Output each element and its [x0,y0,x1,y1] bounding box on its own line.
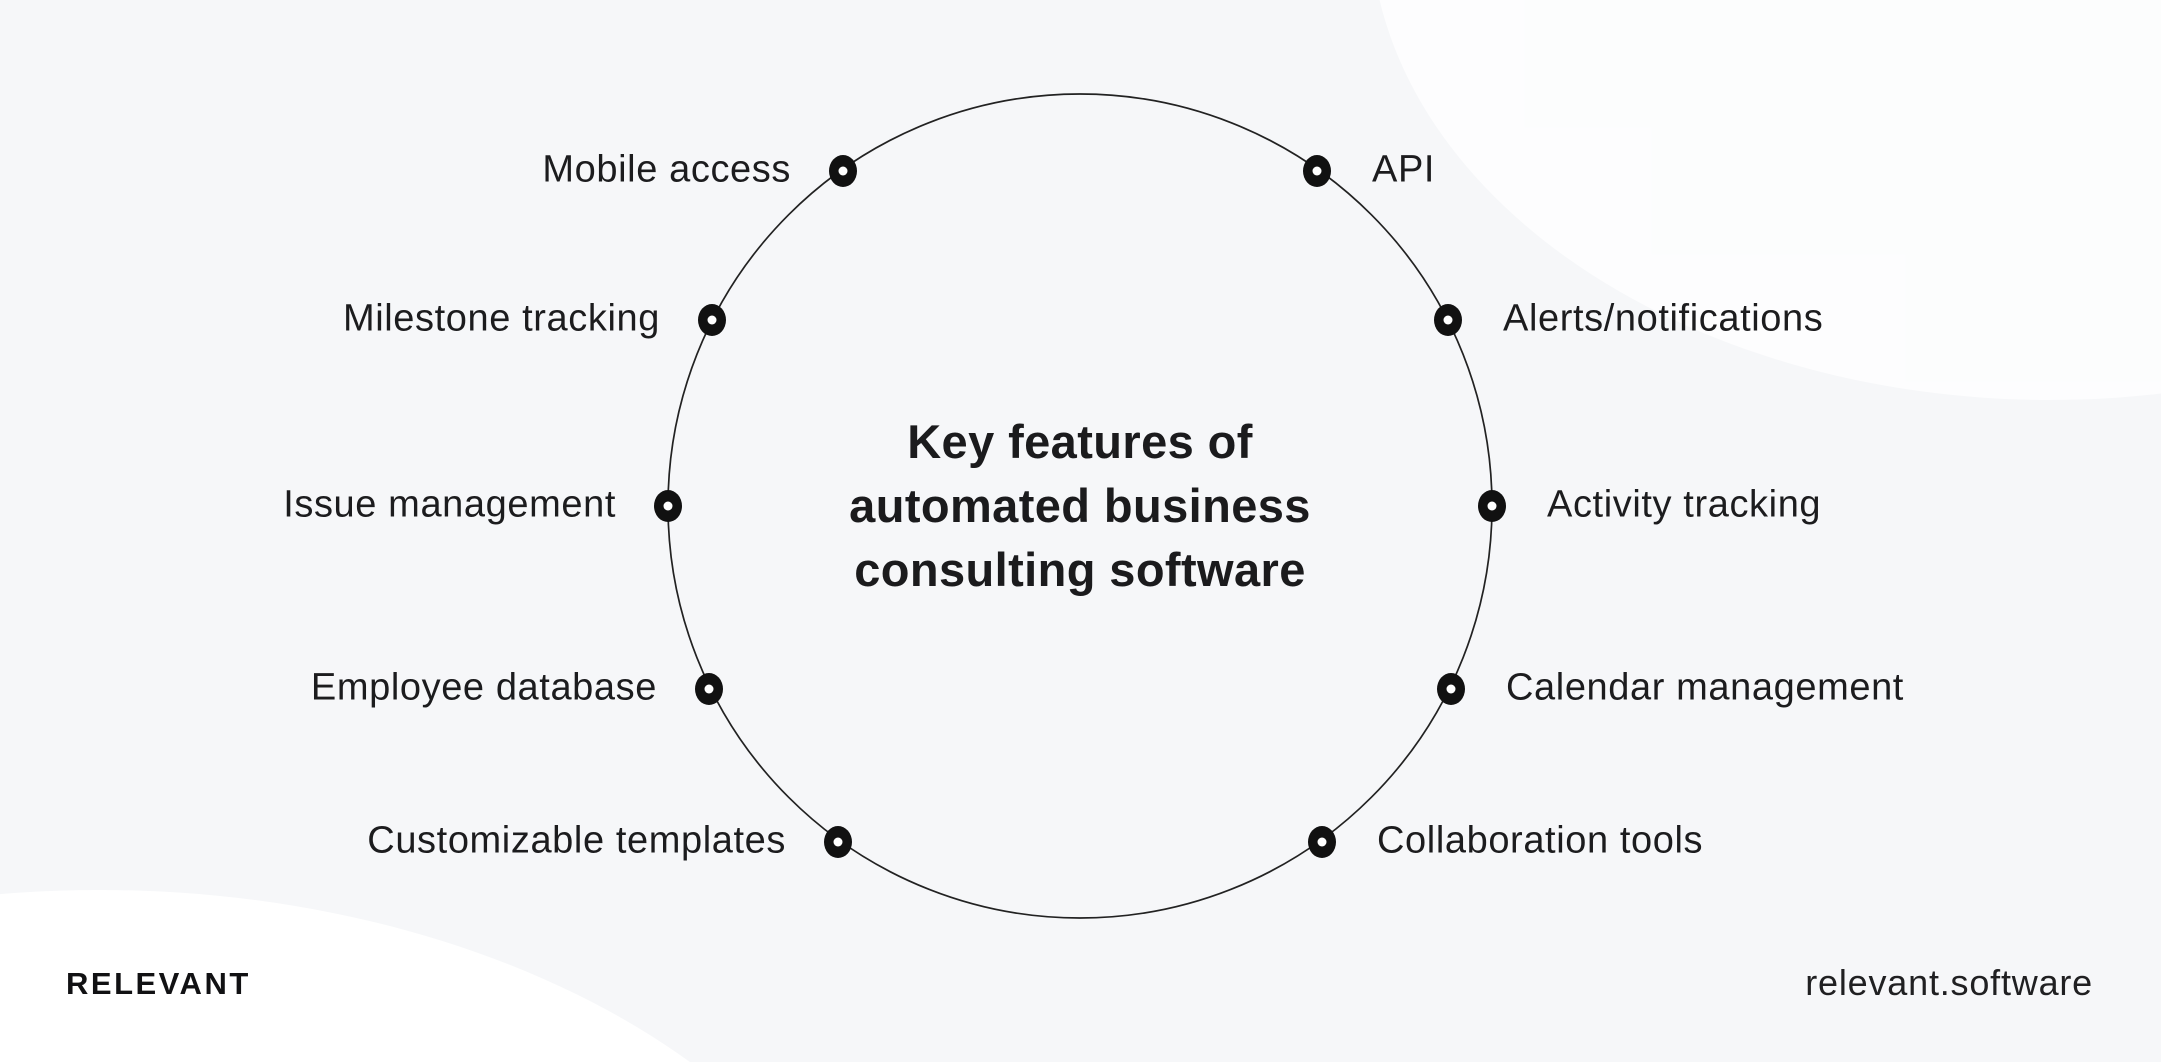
feature-label-mobile-access: Mobile access [542,148,791,191]
feature-label-milestone-tracking: Milestone tracking [342,297,660,340]
diagram-title-line: consulting software [854,543,1306,596]
feature-label-issue-management: Issue management [283,483,616,526]
website-url: relevant.software [1805,962,2093,1003]
dot-employee-database [695,673,723,705]
dot-activity-tracking [1478,490,1506,522]
feature-label-calendar-management: Calendar management [1506,666,1904,709]
diagram-title-line: Key features of [907,415,1253,468]
feature-label-activity-tracking: Activity tracking [1547,483,1822,526]
dot-customizable-templates [824,826,852,858]
dot-mobile-access [829,155,857,187]
feature-label-collaboration-tools: Collaboration tools [1377,819,1704,862]
feature-label-employee-database: Employee database [310,666,657,709]
dot-api [1303,155,1331,187]
dot-issue-management [654,490,682,522]
feature-label-api: API [1372,148,1436,191]
relevant-logo: RELEVANT [66,966,251,1001]
diagram-title-line: automated business [849,479,1311,532]
feature-label-alerts-notifications: Alerts/notifications [1503,297,1824,340]
dot-collaboration-tools [1308,826,1336,858]
dot-alerts-notifications [1434,304,1462,336]
dot-calendar-management [1437,673,1465,705]
diagram-title: Key features of automated business consu… [849,410,1311,602]
dot-milestone-tracking [698,304,726,336]
feature-label-customizable-templates: Customizable templates [367,819,786,862]
